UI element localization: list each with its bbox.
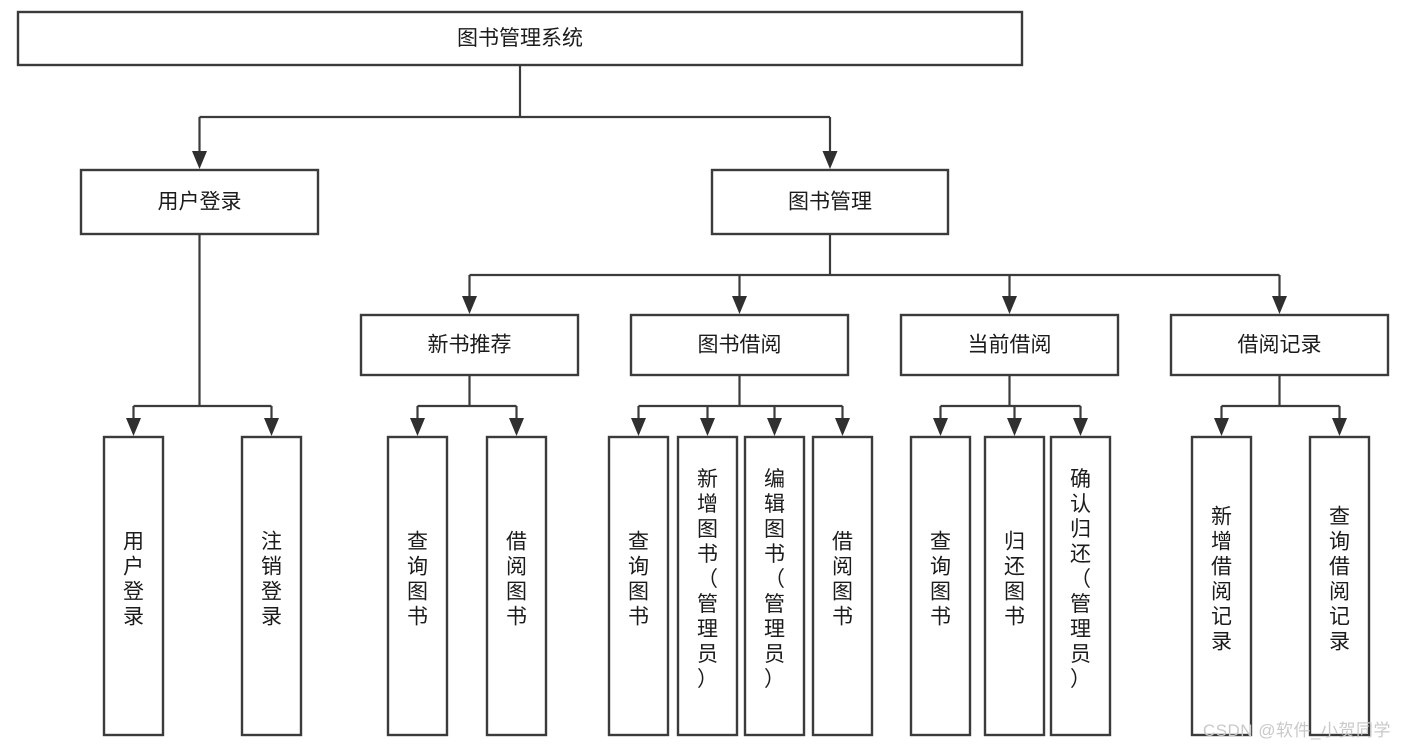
arrow-head-leaf-edit-book [767,418,782,436]
node-label-leaf-add-book: 新增图书（管理员） [697,468,718,691]
node-leaf-query-record[interactable]: 查询借阅记录 [1308,435,1371,737]
node-box-leaf-query-record[interactable] [1308,435,1371,737]
node-box-current-borrow[interactable] [899,313,1120,377]
node-book-manage[interactable]: 图书管理 [710,168,950,236]
node-label-leaf-query-record: 查询借阅记录 [1329,506,1350,654]
arrow-head-leaf-add-record [1214,418,1229,436]
node-box-user-login[interactable] [79,168,320,236]
arrow-head-book-borrow [732,296,747,314]
node-user-login[interactable]: 用户登录 [79,168,320,236]
node-box-new-book-rec[interactable] [359,313,580,377]
node-new-book-rec[interactable]: 新书推荐 [359,313,580,377]
node-leaf-confirm-return[interactable]: 确认归还（管理员） [1049,435,1112,737]
node-root[interactable]: 图书管理系统 [16,10,1024,67]
node-label-leaf-borrow-book-1: 借阅图书 [506,531,527,629]
node-leaf-add-book[interactable]: 新增图书（管理员） [676,435,739,737]
node-leaf-add-record[interactable]: 新增借阅记录 [1190,435,1253,737]
node-label-leaf-user-login: 用户登录 [123,531,144,629]
arrow-head-leaf-add-book [700,418,715,436]
node-book-borrow[interactable]: 图书借阅 [629,313,850,377]
csdn-watermark: CSDN @软件_小贺同学 [1202,721,1391,740]
arrow-head-leaf-query-book-3 [933,418,948,436]
arrow-head-leaf-return-book [1007,418,1022,436]
edge-group-new-book-rec [410,375,524,436]
node-label-current-borrow: 当前借阅 [968,334,1052,357]
arrow-head-borrow-record [1272,296,1287,314]
node-current-borrow[interactable]: 当前借阅 [899,313,1120,377]
node-box-leaf-logout[interactable] [240,435,303,737]
node-box-leaf-add-record[interactable] [1190,435,1253,737]
node-leaf-edit-book[interactable]: 编辑图书（管理员） [743,435,806,737]
arrow-head-user-login [192,151,207,169]
node-leaf-logout[interactable]: 注销登录 [240,435,303,737]
node-label-root: 图书管理系统 [457,27,583,50]
arrow-head-book-manage [822,151,838,169]
node-box-book-manage[interactable] [710,168,950,236]
node-leaf-query-book-2[interactable]: 查询图书 [607,435,670,737]
arrow-head-leaf-logout [264,418,279,436]
arrow-head-leaf-user-login [126,418,141,436]
edge-group-user-login [126,234,279,436]
arrow-head-leaf-borrow-book-2 [835,418,850,436]
node-label-leaf-return-book: 归还图书 [1004,531,1025,629]
node-box-leaf-edit-book[interactable] [743,435,806,737]
node-box-leaf-borrow-book-2[interactable] [811,435,874,737]
node-borrow-record[interactable]: 借阅记录 [1169,313,1390,377]
node-leaf-user-login[interactable]: 用户登录 [102,435,165,737]
node-box-leaf-query-book-1[interactable] [386,435,449,737]
arrow-head-leaf-query-record [1332,418,1347,436]
node-label-leaf-query-book-3: 查询图书 [930,531,951,629]
node-box-leaf-query-book-2[interactable] [607,435,670,737]
edge-group-book-manage [462,234,1287,314]
arrow-head-current-borrow [1002,296,1017,314]
node-label-user-login: 用户登录 [158,191,242,214]
node-leaf-borrow-book-1[interactable]: 借阅图书 [485,435,548,737]
node-layer: 图书管理系统用户登录图书管理新书推荐图书借阅当前借阅借阅记录用户登录注销登录查询… [16,10,1390,737]
edge-group-borrow-record [1214,375,1347,436]
node-box-leaf-confirm-return[interactable] [1049,435,1112,737]
node-label-leaf-borrow-book-2: 借阅图书 [832,531,853,629]
node-label-leaf-add-record: 新增借阅记录 [1211,506,1232,654]
node-leaf-return-book[interactable]: 归还图书 [983,435,1046,737]
node-label-leaf-query-book-2: 查询图书 [628,531,649,629]
node-leaf-query-book-3[interactable]: 查询图书 [909,435,972,737]
node-box-leaf-borrow-book-1[interactable] [485,435,548,737]
arrow-head-leaf-borrow-book-1 [509,418,524,436]
node-box-leaf-user-login[interactable] [102,435,165,737]
connector-layer [126,65,1347,436]
node-leaf-borrow-book-2[interactable]: 借阅图书 [811,435,874,737]
node-label-book-manage: 图书管理 [788,191,872,214]
node-box-leaf-add-book[interactable] [676,435,739,737]
edge-group-current-borrow [933,375,1088,436]
node-box-root[interactable] [16,10,1024,67]
node-box-leaf-query-book-3[interactable] [909,435,972,737]
node-label-leaf-query-book-1: 查询图书 [407,531,428,629]
node-label-book-borrow: 图书借阅 [698,334,782,357]
node-label-leaf-logout: 注销登录 [261,531,282,629]
arrow-head-new-book-rec [462,296,477,314]
node-label-leaf-edit-book: 编辑图书（管理员） [764,468,785,691]
node-box-book-borrow[interactable] [629,313,850,377]
edge-group-book-borrow [631,375,850,436]
arrow-head-leaf-confirm-return [1073,418,1088,436]
node-label-borrow-record: 借阅记录 [1238,334,1322,357]
arrow-head-leaf-query-book-1 [410,418,425,436]
node-box-borrow-record[interactable] [1169,313,1390,377]
node-label-new-book-rec: 新书推荐 [428,334,512,357]
arrow-head-leaf-query-book-2 [631,418,646,436]
edge-group-root [192,65,838,169]
node-leaf-query-book-1[interactable]: 查询图书 [386,435,449,737]
node-label-leaf-confirm-return: 确认归还（管理员） [1070,468,1091,691]
node-box-leaf-return-book[interactable] [983,435,1046,737]
